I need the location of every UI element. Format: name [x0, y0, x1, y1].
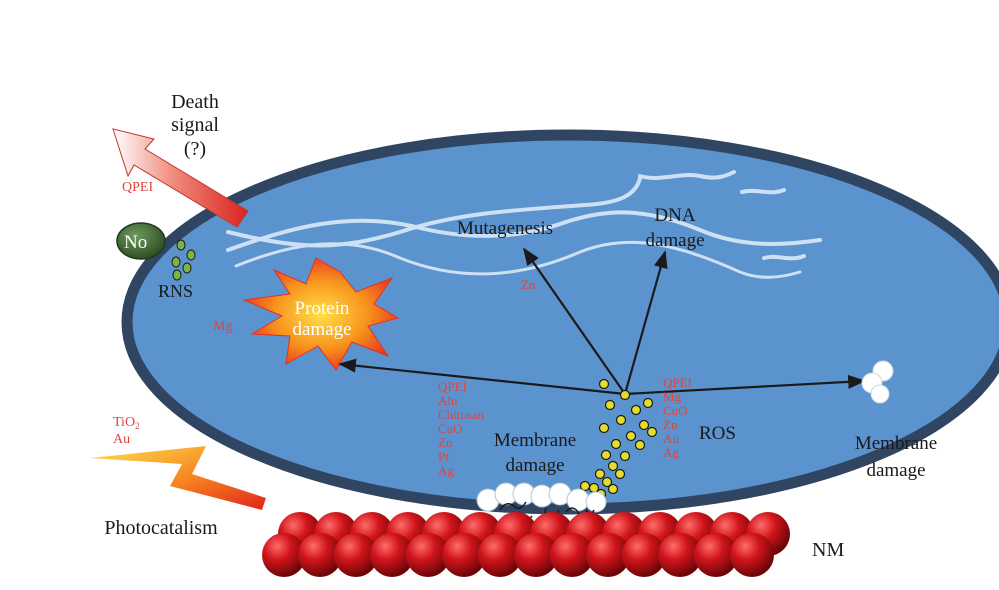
death-signal-line3: (?)	[184, 138, 206, 160]
membrane-pore-right	[861, 360, 894, 404]
nm-label: NM	[812, 539, 844, 561]
right-agent-2: CuO	[663, 403, 688, 418]
membrane-damage-left-line2: damage	[505, 455, 564, 476]
ros-label: ROS	[699, 423, 736, 444]
right-agent-5: Ag	[663, 445, 679, 460]
membrane-damage-right-line2: damage	[866, 460, 925, 481]
nanoparticle-sphere	[262, 533, 306, 577]
death-signal-line1: Death	[171, 91, 219, 113]
left-agent-4: Zn	[438, 435, 453, 450]
nanoparticle-sphere	[298, 533, 342, 577]
dna-strands	[226, 170, 822, 279]
nanoparticle-sphere	[658, 533, 702, 577]
nanoparticle-sphere	[586, 533, 630, 577]
mutagenesis-label: Mutagenesis	[457, 218, 553, 239]
nanoparticle-sphere	[406, 533, 450, 577]
left-agent-0: QPEI	[438, 379, 467, 394]
nanoparticle-sphere	[370, 533, 414, 577]
mg-protein-label: Mg	[213, 319, 232, 334]
left-agent-5: Pt	[438, 449, 449, 464]
nanoparticle-sphere	[334, 533, 378, 577]
left-agent-6: Ag	[438, 463, 454, 478]
right-agent-1: Mg	[663, 389, 682, 404]
membrane-damage-left-line1: Membrane	[494, 430, 576, 451]
right-agent-3: Zn	[663, 417, 678, 432]
protein-damage-line1: Protein	[295, 298, 350, 319]
no-badge-label: No	[124, 232, 147, 253]
qpei-arrow-label: QPEI	[122, 180, 153, 195]
photocatalism-label: Photocatalism	[104, 517, 218, 539]
nanoparticle-layer	[262, 512, 790, 577]
tio2-label: TiO2	[113, 415, 140, 431]
right-agent-0: QPEI	[663, 375, 692, 390]
protein-damage-line2: damage	[292, 319, 351, 340]
nanoparticle-sphere	[622, 533, 666, 577]
dna-damage-line2: damage	[645, 230, 704, 251]
ros-arrows	[338, 247, 866, 396]
death-signal-arrow	[112, 128, 249, 228]
left-agent-1: Alu	[438, 393, 458, 408]
nanoparticle-sphere	[730, 533, 774, 577]
membrane-damage-right-line1: Membrane	[855, 433, 937, 454]
membrane-pores-bottom	[476, 482, 607, 513]
nanoparticle-sphere	[694, 533, 738, 577]
nanoparticle-sphere	[514, 533, 558, 577]
left-agent-3: CuO	[438, 421, 463, 436]
rns-label: RNS	[158, 281, 193, 301]
death-signal-line2: signal	[171, 114, 219, 136]
no-badge	[116, 222, 166, 260]
lightning-bolt	[90, 446, 266, 510]
rns-particles	[171, 239, 196, 281]
nanoparticle-sphere	[478, 533, 522, 577]
protein-damage-burst	[242, 257, 400, 371]
left-agent-2: Chitosan	[438, 407, 485, 422]
right-agent-4: Au	[663, 431, 679, 446]
nanoparticle-sphere	[442, 533, 486, 577]
zn-mutagenesis-label: Zn	[521, 277, 536, 292]
au-photo-label: Au	[113, 432, 130, 447]
dna-damage-line1: DNA	[654, 205, 695, 226]
nanoparticle-sphere	[550, 533, 594, 577]
